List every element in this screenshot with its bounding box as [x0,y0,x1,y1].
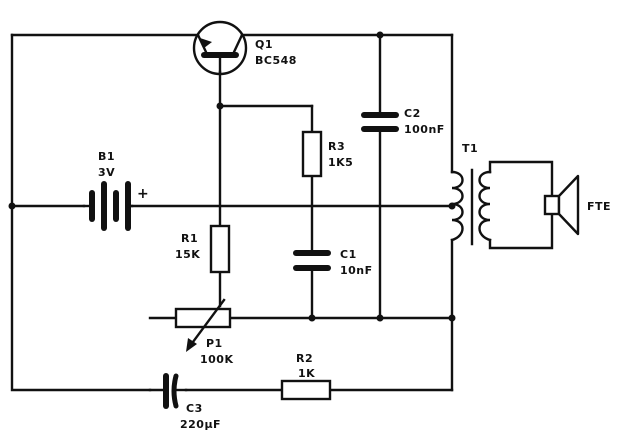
c2-value-label: 100nF [404,123,445,136]
c1-value-label: 10nF [340,264,373,277]
b1-polarity-label: + [137,186,149,202]
fte-ref-label: FTE [587,200,611,213]
transformer-t1 [450,160,554,250]
r1-value-label: 15K [175,248,200,261]
wires [10,33,454,392]
r2-value-label: 1K [298,367,315,380]
q1-value-label: BC548 [255,54,297,67]
battery-b1 [82,181,134,231]
p1-value-label: 100K [200,353,234,366]
speaker-fte [543,174,580,236]
potentiometer-p1 [174,298,232,352]
capacitor-c1 [293,250,331,271]
c3-ref-label: C3 [186,402,203,415]
resistor-r2 [280,379,332,401]
capacitor-c2 [361,112,399,132]
b1-value-label: 3V [98,166,115,179]
c2-ref-label: C2 [404,107,421,120]
c1-ref-label: C1 [340,248,357,261]
transistor-q1 [192,20,248,76]
r3-value-label: 1K5 [328,156,353,169]
r3-ref-label: R3 [328,140,345,153]
p1-ref-label: P1 [206,337,223,350]
resistor-r1 [209,224,231,274]
r1-ref-label: R1 [181,232,198,245]
c3-value-label: 220µF [180,418,221,431]
q1-ref-label: Q1 [255,38,273,51]
junctions [8,31,456,322]
resistor-r3 [301,130,323,178]
t1-ref-label: T1 [462,142,478,155]
b1-ref-label: B1 [98,150,115,163]
r2-ref-label: R2 [296,352,313,365]
capacitor-c3 [148,373,188,409]
